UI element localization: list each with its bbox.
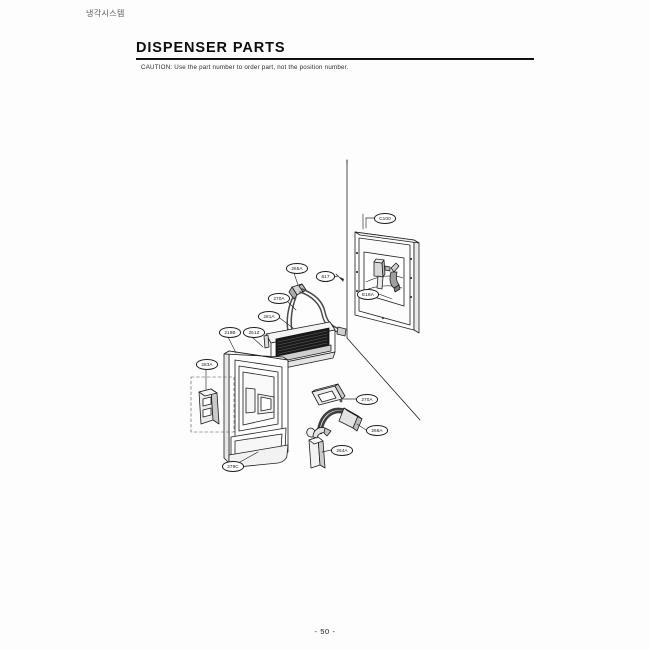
callout-219b[interactable]: 219B: [219, 327, 241, 338]
dispenser-lever: [308, 427, 332, 469]
callout-279c[interactable]: 279C: [222, 461, 244, 472]
page-number: - 50 -: [314, 627, 336, 636]
korean-header-stamp: 냉각시스템: [86, 9, 125, 18]
cabinet-corner-wall: [346, 159, 421, 421]
callout-265a[interactable]: 265A: [286, 263, 308, 274]
door-outer-panel: [223, 350, 289, 468]
callout-e18a[interactable]: E18A: [357, 289, 379, 300]
lever-switch-assembly: [311, 383, 346, 406]
page-title-block: DISPENSER PARTS: [136, 40, 536, 56]
callout-283a[interactable]: 283A: [196, 359, 218, 370]
callout-270a-upper[interactable]: 270A: [268, 293, 290, 304]
callout-c100[interactable]: C100: [374, 213, 396, 224]
callout-270a-lower[interactable]: 270A: [356, 394, 378, 405]
callout-264a[interactable]: 264A: [331, 445, 353, 456]
title-underline: [136, 58, 534, 61]
page-title: DISPENSER PARTS: [136, 40, 286, 56]
callout-266a[interactable]: 266A: [366, 425, 388, 436]
caution-note: CAUTION: Use the part number to order pa…: [141, 64, 349, 71]
callout-617[interactable]: 617: [316, 271, 335, 282]
dispenser-control-housing: [373, 258, 401, 293]
hinge-bracket: [190, 376, 235, 433]
callout-281a[interactable]: 281A: [258, 311, 280, 322]
rear-liner-panel: [354, 231, 420, 334]
callout-261z[interactable]: 261Z: [243, 327, 265, 338]
